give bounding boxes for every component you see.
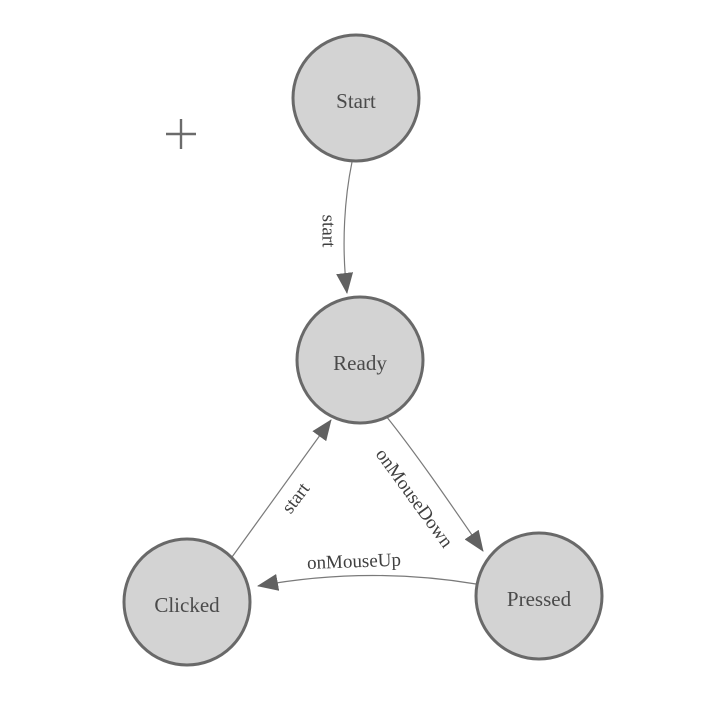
state-circle-clicked[interactable] — [122, 537, 252, 667]
transition-line-start-to-ready[interactable] — [336, 161, 354, 294]
transition-ready-to-pressed[interactable]: onMouseDown — [371, 415, 484, 553]
state-circle-start[interactable] — [291, 33, 421, 163]
transition-line-pressed-to-clicked[interactable] — [257, 574, 477, 591]
transition-pressed-to-clicked[interactable]: onMouseUp — [257, 550, 477, 591]
state-node-pressed[interactable]: Pressed — [474, 531, 604, 661]
transition-label-start-to-ready: start — [318, 215, 339, 248]
state-node-ready[interactable]: Ready — [295, 295, 425, 425]
transition-start-to-ready[interactable]: start — [318, 161, 354, 294]
transition-label-ready-to-pressed: onMouseDown — [371, 445, 457, 553]
plus-crosshair-icon[interactable] — [166, 119, 196, 149]
transition-label-clicked-to-ready: start — [278, 478, 315, 517]
transition-line-clicked-to-ready[interactable] — [231, 419, 332, 558]
state-node-start[interactable]: Start — [291, 33, 421, 163]
state-node-clicked[interactable]: Clicked — [122, 537, 252, 667]
transition-line-ready-to-pressed[interactable] — [385, 415, 484, 552]
transition-label-pressed-to-clicked: onMouseUp — [307, 550, 402, 574]
transition-clicked-to-ready[interactable]: start — [231, 419, 332, 558]
state-circle-pressed[interactable] — [474, 531, 604, 661]
state-circle-ready[interactable] — [295, 295, 425, 425]
